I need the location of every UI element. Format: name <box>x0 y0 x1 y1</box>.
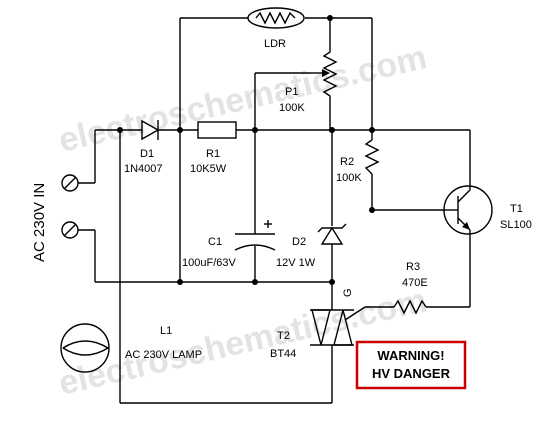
d2-value: 12V 1W <box>276 257 316 269</box>
warning-box: WARNING! HV DANGER <box>355 340 467 390</box>
d1-value: 1N4007 <box>124 163 163 175</box>
r2-value: 100K <box>336 172 362 184</box>
input-terminal-bottom <box>61 221 79 239</box>
r1-symbol <box>197 121 237 139</box>
p1-ref: P1 <box>285 86 298 98</box>
r3-ref: R3 <box>406 261 420 273</box>
warning-line2: HV DANGER <box>372 366 451 381</box>
watermark-top: electroschematics.com <box>55 38 430 160</box>
input-terminal-top <box>61 174 79 192</box>
input-label: AC 230V IN <box>31 183 48 262</box>
r1-value: 10K5W <box>190 163 227 175</box>
warning-line1: WARNING! <box>377 348 444 363</box>
r2-symbol <box>364 139 380 175</box>
junction-dots <box>117 15 375 285</box>
t1-value: SL100 <box>500 219 532 231</box>
p1-symbol <box>310 46 338 100</box>
p1-value: 100K <box>279 102 305 114</box>
r1-ref: R1 <box>206 148 220 160</box>
t1-ref: T1 <box>510 203 523 215</box>
t2-gate-label: G <box>342 288 354 297</box>
c1-value: 100uF/63V <box>182 257 236 269</box>
t2-symbol <box>310 309 354 346</box>
l1-value: AC 230V LAMP <box>125 349 202 361</box>
c1-symbol <box>234 220 276 251</box>
t2-ref: T2 <box>277 330 290 342</box>
r3-symbol <box>393 299 427 315</box>
d2-ref: D2 <box>292 236 306 248</box>
l1-ref: L1 <box>160 325 172 337</box>
r3-value: 470E <box>402 277 428 289</box>
t2-value: BT44 <box>270 348 296 360</box>
ldr-symbol <box>247 7 305 29</box>
c1-ref: C1 <box>208 236 222 248</box>
t1-symbol <box>443 185 493 235</box>
r2-ref: R2 <box>340 156 354 168</box>
d2-symbol <box>317 223 347 245</box>
d1-symbol <box>141 119 160 141</box>
d1-ref: D1 <box>140 148 154 160</box>
ldr-label: LDR <box>264 38 286 50</box>
l1-lamp-symbol <box>60 323 110 373</box>
